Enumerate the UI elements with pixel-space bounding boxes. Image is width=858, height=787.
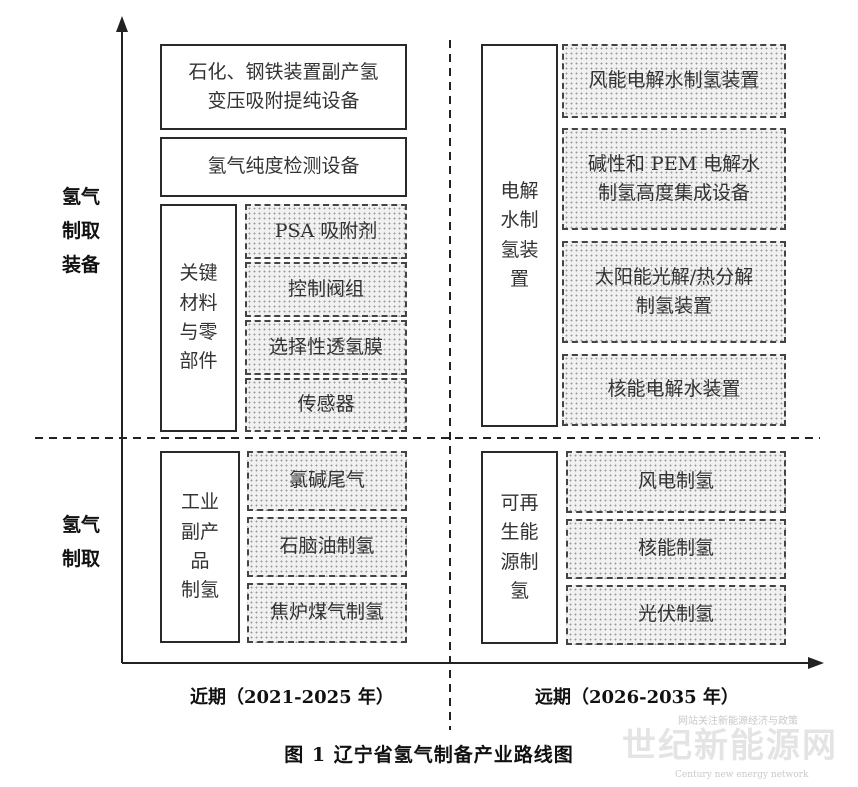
- watermark-bottom: Century new energy network: [675, 770, 809, 780]
- box-electrolysis: 电解 水制 氢装 置: [481, 44, 558, 427]
- x-label-long-term: 远期（2026-2035 年）: [535, 687, 739, 708]
- y-axis-arrow: [116, 16, 128, 32]
- box-nuclear-hydrogen: 核能制氢: [566, 519, 786, 579]
- box-alkaline-pem: 碱性和 PEM 电解水 制氢高度集成设备: [562, 128, 786, 230]
- box-solar-thermal: 太阳能光解/热分解 制氢装置: [562, 241, 786, 343]
- box-industrial-byproduct: 工业 副产 品 制氢: [160, 451, 240, 643]
- box-wind-hydrogen: 风电制氢: [566, 451, 786, 513]
- x-axis-arrow: [808, 657, 824, 669]
- box-coke-oven-gas: 焦炉煤气制氢: [247, 583, 407, 643]
- watermark-logo: 世纪新能源网: [622, 726, 838, 766]
- box-renewable: 可再 生能 源制 氢: [481, 451, 558, 644]
- x-label-near-term: 近期（2021-2025 年）: [190, 687, 394, 708]
- y-label-equipment: 氢气 制取 装备: [62, 186, 101, 277]
- box-naphtha: 石脑油制氢: [247, 517, 407, 577]
- y-label-production: 氢气 制取: [62, 514, 101, 571]
- box-sensor: 传感器: [245, 378, 407, 432]
- box-nuclear-electrolysis: 核能电解水装置: [562, 354, 786, 426]
- box-permselective-membrane: 选择性透氢膜: [245, 320, 407, 375]
- box-control-valves: 控制阀组: [245, 262, 407, 317]
- box-wind-electrolysis: 风能电解水制氢装置: [562, 44, 786, 118]
- box-purity-testing: 氢气纯度检测设备: [160, 137, 407, 197]
- figure-caption: 图 1 辽宁省氢气制备产业路线图: [284, 744, 574, 766]
- box-pv-hydrogen: 光伏制氢: [566, 585, 786, 645]
- box-psa-adsorbent: PSA 吸附剂: [245, 204, 407, 259]
- box-key-materials: 关键 材料 与零 部件: [160, 204, 237, 432]
- box-chlor-alkali: 氯碱尾气: [247, 451, 407, 511]
- box-byproduct-purification: 石化、钢铁装置副产氢 变压吸附提纯设备: [160, 44, 407, 130]
- watermark-top: 网站关注新能源经济与政策: [678, 716, 798, 727]
